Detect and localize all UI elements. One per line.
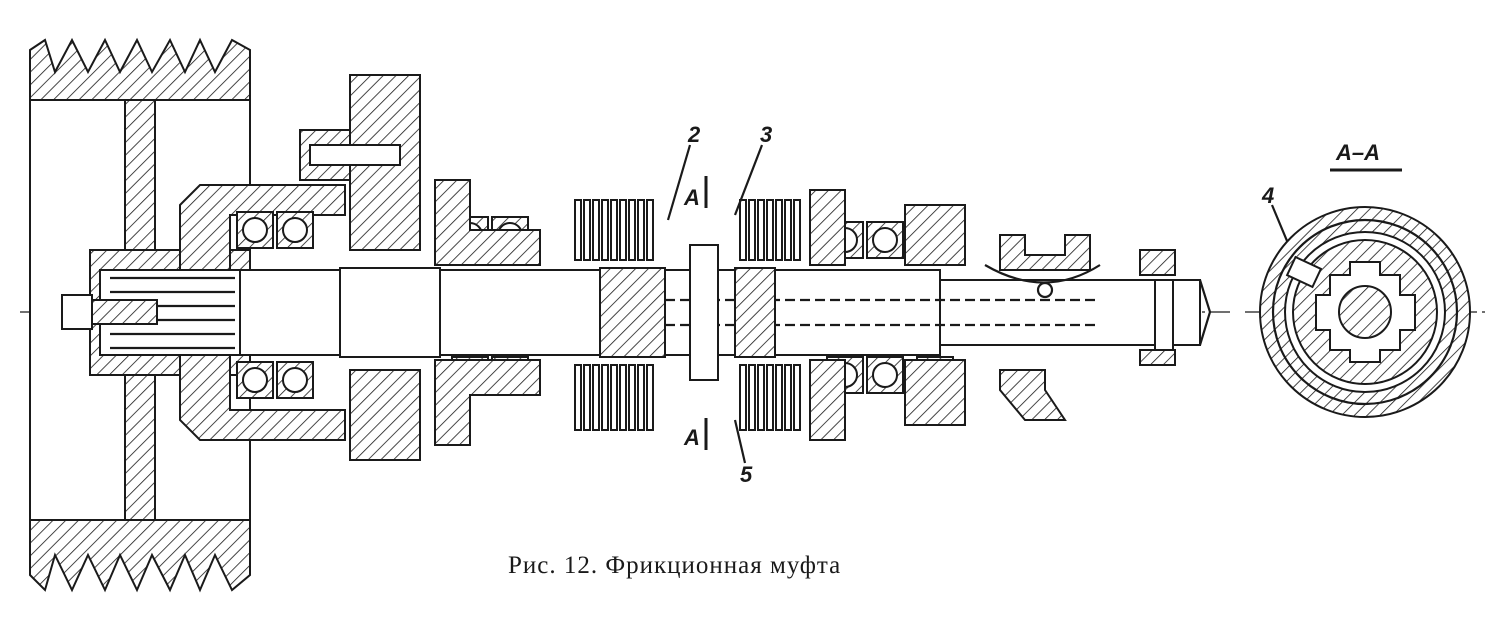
figure-caption: Рис. 12. Фрикционная муфта xyxy=(508,552,842,579)
section-a-a-view xyxy=(1259,206,1471,418)
friction-disc xyxy=(574,364,582,431)
friction-disc xyxy=(637,199,645,261)
friction-disc xyxy=(793,199,801,261)
friction-disc xyxy=(748,364,756,431)
bearing-ball xyxy=(872,227,898,253)
friction-disc xyxy=(646,199,654,261)
leader-2 xyxy=(666,144,692,221)
friction-disc xyxy=(637,364,645,431)
friction-disc xyxy=(775,199,783,261)
friction-disc xyxy=(610,364,618,431)
friction-disc xyxy=(583,199,591,261)
friction-disc xyxy=(775,364,783,431)
friction-disc xyxy=(646,364,654,431)
shaft xyxy=(239,267,1212,358)
friction-disc xyxy=(592,199,600,261)
friction-disc xyxy=(592,364,600,431)
friction-disc xyxy=(628,364,636,431)
clutch-housing xyxy=(434,179,966,446)
friction-disc xyxy=(757,199,765,261)
section-mark-bottom: A xyxy=(683,425,700,450)
friction-disc xyxy=(619,364,627,431)
friction-disc xyxy=(601,364,609,431)
bearing-housing-left xyxy=(179,74,421,461)
shift-fork xyxy=(984,234,1176,421)
friction-disc xyxy=(784,199,792,261)
label-part-3: 3 xyxy=(760,122,772,147)
section-mark-top: A xyxy=(683,185,700,210)
leader-5 xyxy=(733,419,747,464)
friction-disc xyxy=(766,199,774,261)
label-part-4: 4 xyxy=(1261,183,1274,208)
label-part-2: 2 xyxy=(687,122,701,147)
bearing-ball xyxy=(282,217,308,243)
friction-disc xyxy=(601,199,609,261)
friction-disc xyxy=(766,364,774,431)
label-part-5: 5 xyxy=(740,462,753,487)
v-belt-pulley xyxy=(29,37,251,593)
friction-disc xyxy=(619,199,627,261)
bearing-ball xyxy=(282,367,308,393)
friction-disc xyxy=(610,199,618,261)
bolt-head xyxy=(61,294,93,330)
bearing-ball xyxy=(242,367,268,393)
leader-3 xyxy=(733,144,764,216)
friction-disc xyxy=(784,364,792,431)
friction-disc xyxy=(583,364,591,431)
friction-disc xyxy=(628,199,636,261)
friction-disc xyxy=(739,199,747,261)
friction-disc xyxy=(739,364,747,431)
friction-disc xyxy=(574,199,582,261)
friction-discs xyxy=(574,199,801,431)
friction-disc xyxy=(793,364,801,431)
friction-disc xyxy=(748,199,756,261)
friction-disc xyxy=(757,364,765,431)
section-title: A–A xyxy=(1335,140,1380,165)
bearing-ball xyxy=(872,362,898,388)
bearing-ball xyxy=(242,217,268,243)
